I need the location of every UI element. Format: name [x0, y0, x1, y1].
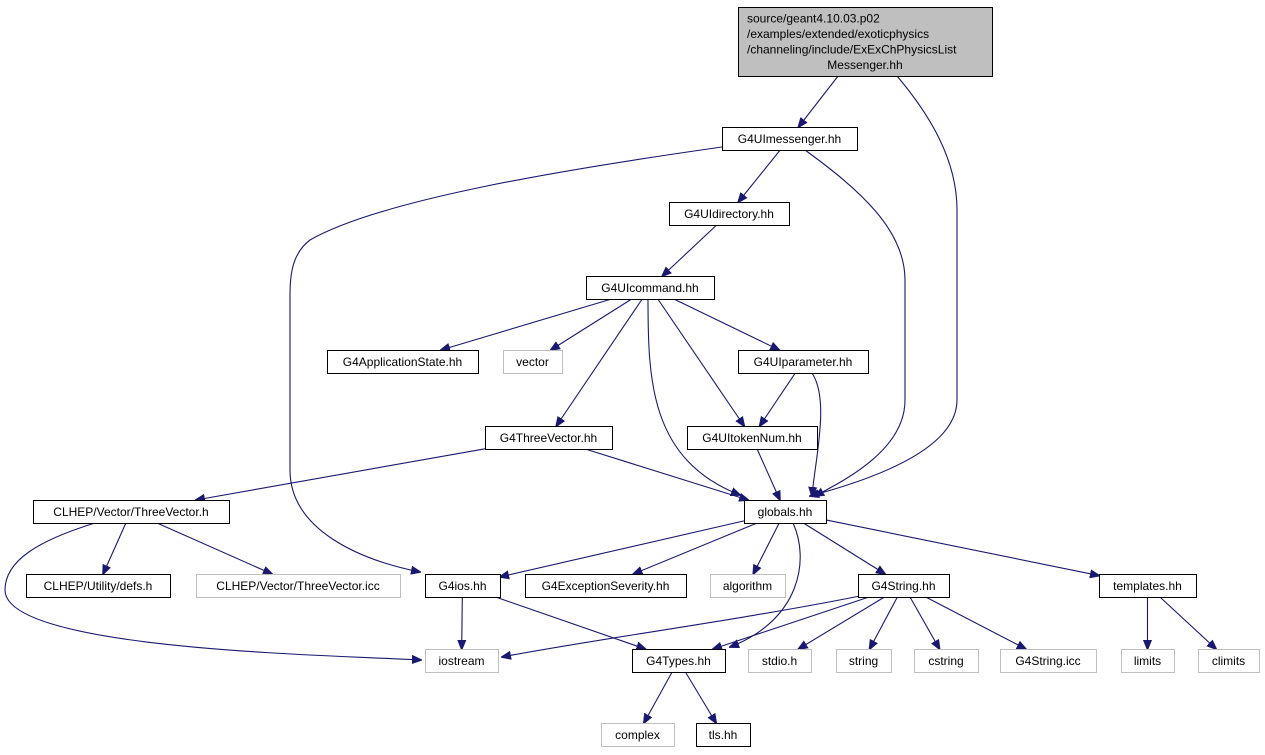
node-label: G4ios.hh	[438, 579, 486, 593]
edge-globals-to-algorithm	[753, 522, 780, 574]
node-algorithm: algorithm	[710, 574, 786, 598]
node-label: G4UImessenger.hh	[738, 132, 841, 146]
node-label: limits	[1134, 654, 1161, 668]
node-label: string	[849, 654, 878, 668]
edge-uicommand-to-threevector	[556, 298, 643, 426]
node-label: templates.hh	[1113, 579, 1182, 593]
node-stdio: stdio.h	[748, 649, 812, 673]
node-cstring: cstring	[914, 649, 979, 673]
edge-uimessenger-to-globals	[804, 149, 906, 496]
node-g4ios[interactable]: G4ios.hh	[425, 574, 501, 598]
node-uidirectory[interactable]: G4UIdirectory.hh	[669, 202, 790, 226]
node-g4string[interactable]: G4String.hh	[858, 574, 950, 598]
dependency-edges	[4, 75, 1216, 723]
edge-root-to-globals	[810, 75, 958, 496]
edge-globals-to-exsev	[633, 522, 758, 574]
node-g4types[interactable]: G4Types.hh	[632, 649, 726, 673]
node-limits: limits	[1121, 649, 1175, 673]
edge-globals-to-g4ios	[500, 520, 745, 577]
edge-templates-to-climits	[1159, 596, 1216, 649]
edge-uicommand-to-appstate	[441, 298, 612, 350]
edge-threevector-to-clhep_tv	[196, 448, 486, 500]
edge-uimessenger-to-uidirectory	[738, 149, 781, 202]
node-appstate[interactable]: G4ApplicationState.hh	[327, 350, 479, 374]
node-label: /channeling/include/ExExChPhysicsList	[747, 43, 957, 57]
edge-globals-to-templates	[825, 519, 1099, 576]
node-label: CLHEP/Vector/ThreeVector.icc	[216, 579, 379, 593]
edge-g4string-to-stdio	[799, 596, 885, 649]
node-iostream: iostream	[425, 649, 499, 673]
edge-uidirectory-to-uicommand	[662, 224, 718, 276]
edge-g4types-to-complex	[644, 671, 673, 723]
node-label: G4UIdirectory.hh	[684, 207, 774, 221]
node-label: CLHEP/Utility/defs.h	[44, 579, 153, 593]
node-tls[interactable]: tls.hh	[696, 723, 751, 747]
node-label: G4ApplicationState.hh	[343, 355, 462, 369]
node-label: G4UItokenNum.hh	[702, 431, 801, 445]
edge-root-to-uimessenger	[799, 75, 839, 127]
node-exsev[interactable]: G4ExceptionSeverity.hh	[525, 574, 687, 598]
node-label: iostream	[438, 654, 484, 668]
edge-g4types-to-tls	[684, 671, 716, 723]
edge-uiparameter-to-uitokennum	[760, 372, 796, 426]
node-label: cstring	[928, 654, 963, 668]
node-label: tls.hh	[709, 728, 738, 742]
node-label: G4ThreeVector.hh	[500, 431, 597, 445]
node-threevector[interactable]: G4ThreeVector.hh	[485, 426, 613, 450]
node-label: G4String.icc	[1015, 654, 1080, 668]
edge-uicommand-to-uiparameter	[673, 298, 779, 350]
node-uiparameter[interactable]: G4UIparameter.hh	[738, 350, 869, 374]
edge-uicommand-to-uitokennum	[657, 298, 744, 426]
node-label: G4Types.hh	[646, 654, 711, 668]
edge-g4string-to-string	[870, 596, 898, 649]
node-vector: vector	[503, 350, 563, 374]
node-globals[interactable]: globals.hh	[744, 500, 827, 524]
node-label: G4UIparameter.hh	[754, 355, 853, 369]
edge-uiparameter-to-globals	[812, 372, 822, 496]
edge-g4string-to-stringicc	[925, 596, 1026, 649]
node-label: Messenger.hh	[827, 58, 902, 72]
node-label: G4UIcommand.hh	[601, 281, 698, 295]
edge-clhep_tv-to-clhep_defs	[103, 522, 127, 574]
node-label: climits	[1212, 654, 1245, 668]
node-stringicc: G4String.icc	[1000, 649, 1097, 673]
edge-g4string-to-cstring	[909, 596, 940, 649]
node-uimessenger[interactable]: G4UImessenger.hh	[722, 127, 858, 151]
node-uitokennum[interactable]: G4UItokenNum.hh	[687, 426, 818, 450]
edge-threevector-to-globals	[585, 448, 748, 500]
edge-clhep_tv-to-clhep_icc	[156, 522, 272, 574]
edge-uitokennum-to-globals	[756, 448, 780, 500]
node-label: complex	[615, 728, 660, 742]
edge-uicommand-to-globals	[647, 298, 740, 495]
node-root[interactable]: source/geant4.10.03.p02/examples/extende…	[738, 7, 993, 77]
node-templates[interactable]: templates.hh	[1099, 574, 1197, 598]
node-label: vector	[516, 355, 549, 369]
node-label: G4String.hh	[871, 579, 935, 593]
node-clhep_icc: CLHEP/Vector/ThreeVector.icc	[196, 574, 401, 598]
edge-g4string-to-iostream	[502, 595, 861, 657]
node-label: /examples/extended/exoticphysics	[747, 27, 929, 41]
node-string: string	[836, 649, 892, 673]
node-clhep_tv[interactable]: CLHEP/Vector/ThreeVector.h	[33, 500, 230, 524]
node-label: G4ExceptionSeverity.hh	[542, 579, 670, 593]
edge-globals-to-g4string	[803, 522, 885, 574]
node-label: globals.hh	[758, 505, 813, 519]
edge-uimessenger-to-g4ios	[289, 146, 723, 572]
edge-g4ios-to-g4types	[495, 596, 646, 649]
node-label: CLHEP/Vector/ThreeVector.h	[53, 505, 208, 519]
edge-g4string-to-g4types	[713, 596, 870, 649]
edge-uicommand-to-vector	[551, 298, 632, 350]
edge-clhep_tv-to-iostream	[4, 522, 421, 660]
node-complex: complex	[601, 723, 675, 747]
node-clhep_defs[interactable]: CLHEP/Utility/defs.h	[26, 574, 171, 598]
node-label: stdio.h	[762, 654, 797, 668]
node-uicommand[interactable]: G4UIcommand.hh	[586, 276, 715, 300]
edge-g4ios-to-iostream	[462, 596, 463, 649]
node-label: algorithm	[723, 579, 772, 593]
dependency-nodes: source/geant4.10.03.p02/examples/extende…	[26, 7, 1260, 747]
node-climits: climits	[1198, 649, 1260, 673]
node-label: source/geant4.10.03.p02	[747, 12, 880, 26]
